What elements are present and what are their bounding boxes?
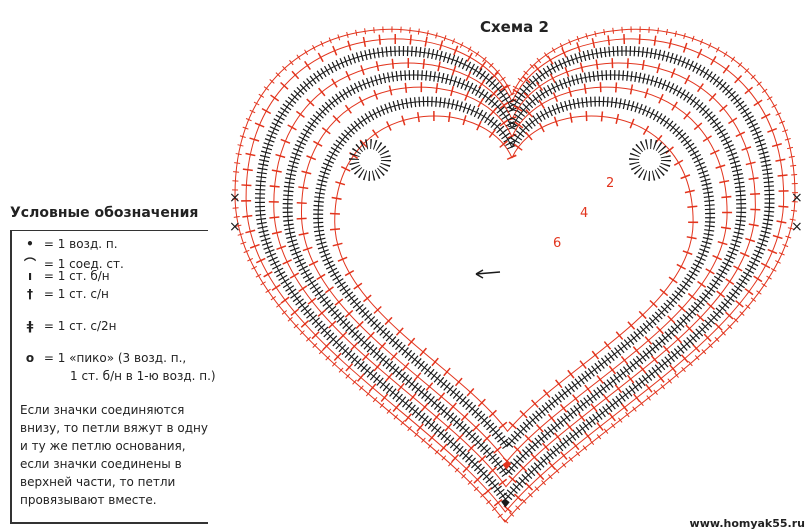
watermark: www.homyak55.ru bbox=[689, 517, 805, 530]
legend-item: ǂ = 1 ст. с/2н bbox=[20, 319, 117, 333]
legend-box: • = 1 возд. п. ⌒ = 1 соед. ст. ı = 1 ст.… bbox=[10, 230, 216, 524]
center-ring bbox=[349, 139, 391, 181]
legend-note: Если значки соединяются внизу, то петли … bbox=[20, 403, 208, 507]
row-baseline bbox=[273, 62, 756, 488]
row-baseline bbox=[234, 28, 796, 523]
arc-icon: ⌒ bbox=[23, 257, 36, 271]
row-baseline bbox=[334, 115, 694, 433]
legend-item: • = 1 возд. п. bbox=[20, 237, 117, 251]
legend-item: ı = 1 ст. б/н bbox=[20, 269, 110, 283]
row-number: 4 bbox=[580, 206, 589, 221]
row-baseline bbox=[317, 101, 711, 448]
circle-icon: o bbox=[25, 351, 35, 365]
dot-icon: • bbox=[26, 237, 34, 251]
x-mark-icon: × bbox=[229, 190, 241, 206]
legend-title: Условные обозначения bbox=[10, 205, 199, 221]
legend-item: † = 1 ст. с/н bbox=[20, 287, 109, 301]
x-mark-icon: × bbox=[229, 219, 241, 235]
legend-item-cont: 1 ст. б/н в 1-ю возд. п.) bbox=[70, 369, 216, 383]
cross-icon: † bbox=[27, 287, 33, 301]
arrow-icon bbox=[475, 269, 501, 279]
x-mark-icon: × bbox=[791, 219, 803, 235]
short-bar-icon: ı bbox=[27, 269, 33, 283]
row-baseline bbox=[259, 50, 771, 501]
row-baseline bbox=[287, 74, 742, 475]
center-ring bbox=[629, 139, 671, 181]
row-baseline bbox=[300, 86, 728, 463]
x-mark-icon: × bbox=[791, 190, 803, 206]
row-number: 6 bbox=[553, 236, 562, 251]
double-cross-icon: ǂ bbox=[26, 319, 34, 333]
row-baseline bbox=[245, 38, 785, 513]
diagram-title: Схема 2 bbox=[480, 18, 549, 36]
row-number: 2 bbox=[606, 176, 615, 191]
legend-item: o = 1 «пико» (3 возд. п., bbox=[20, 351, 186, 365]
legend-item: ⌒ = 1 соед. ст. bbox=[20, 255, 124, 272]
